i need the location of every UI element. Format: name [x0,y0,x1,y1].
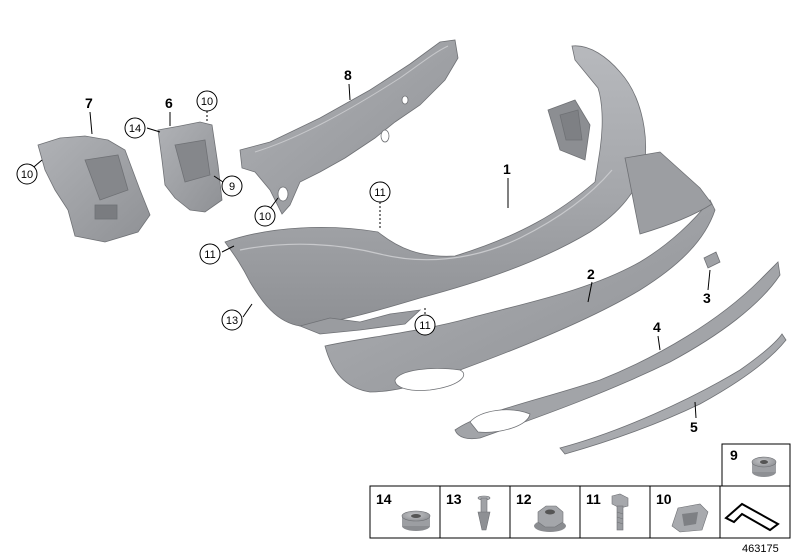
svg-text:9: 9 [229,181,235,193]
callout-10-left: 10 [16,163,38,185]
bracket-left [37,135,151,243]
callout-1: 1 [503,161,511,177]
svg-text:10: 10 [201,96,213,108]
bumper-carrier [239,39,459,215]
table-label-10: 10 [656,491,672,507]
table-cell-11 [579,485,651,539]
clip-nut-icon [671,503,709,533]
rear-bumper-cover [224,45,646,335]
table-label-13: 13 [446,491,462,507]
table-cell-13 [439,485,511,539]
seal-strip-icon [724,502,780,532]
callout-11-top: 11 [369,181,391,203]
callout-10-top: 10 [196,90,218,112]
flange-nut-icon [534,505,566,532]
svg-text:10: 10 [259,211,271,223]
svg-text:10: 10 [21,169,33,181]
callout-14: 14 [124,117,146,139]
bracket-right [157,121,223,213]
hex-screw-icon [611,493,629,531]
callout-9: 9 [221,175,243,197]
table-label-14: 14 [376,491,392,507]
callout-7: 7 [85,95,93,111]
clip-part-3 [703,251,721,269]
callout-6: 6 [165,95,173,111]
callout-11-bottom: 11 [414,314,436,336]
lower-diffuser [324,151,716,393]
svg-text:14: 14 [129,123,141,135]
diagram-number: 463175 [742,543,779,555]
leader-lines [27,83,711,419]
spacer-ring-icon [401,510,431,531]
callout-4: 4 [653,319,661,335]
table-label-12: 12 [516,491,532,507]
parts-table: 9 14 13 12 11 10 [369,443,791,539]
svg-text:11: 11 [419,320,430,332]
callout-10-mid: 10 [254,205,276,227]
svg-text:11: 11 [374,187,385,199]
lower-trim-strip [559,333,787,455]
table-label-11: 11 [586,491,601,507]
callout-3: 3 [703,290,711,306]
svg-text:13: 13 [226,315,238,327]
callout-11-left: 11 [199,243,221,265]
callout-8: 8 [344,67,352,83]
callout-5: 5 [690,419,698,435]
trim-strip [454,261,781,440]
table-cell-14 [369,485,441,539]
expansion-rivet-icon [477,495,491,531]
bushing-icon [751,456,777,477]
callout-2: 2 [587,266,595,282]
svg-text:11: 11 [204,249,215,261]
table-label-9: 9 [730,447,738,463]
callouts: 1 2 3 4 5 6 7 8 9 10 10 10 11 11 [16,67,711,435]
callout-13: 13 [221,309,243,331]
